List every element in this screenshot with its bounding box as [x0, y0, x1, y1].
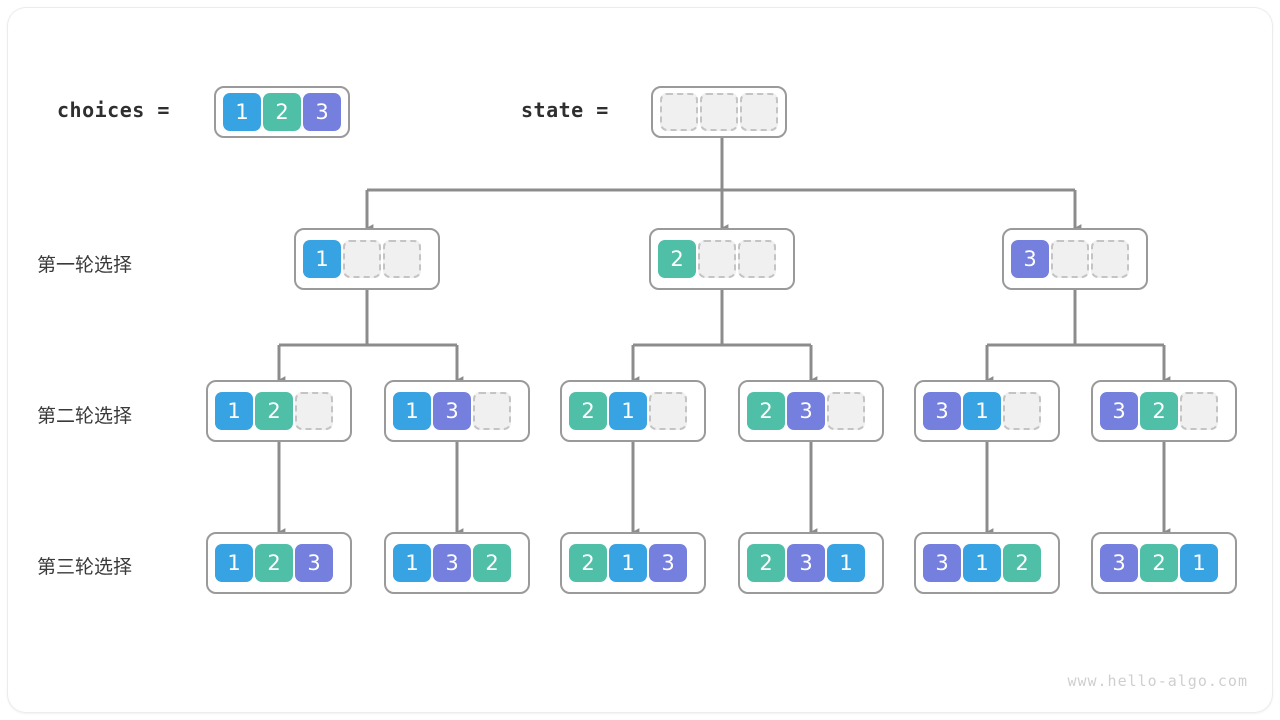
- r2n3-cell-0: 2: [569, 392, 607, 430]
- r3n5-cell-0: 3: [923, 544, 961, 582]
- r3n4-cell-2: 1: [827, 544, 865, 582]
- r3n1-cell-0: 1: [215, 544, 253, 582]
- r3n1-cell-2: 3: [295, 544, 333, 582]
- r3n5-cell-2: 2: [1003, 544, 1041, 582]
- r2n5-cell-2: [1003, 392, 1041, 430]
- r3n3-cell-2: 3: [649, 544, 687, 582]
- r3n1-cell-1: 2: [255, 544, 293, 582]
- r2n3-cell-2: [649, 392, 687, 430]
- r2n1-cell-0: 1: [215, 392, 253, 430]
- state-cell-0: [660, 93, 698, 131]
- diagram-card: [8, 8, 1272, 712]
- r2n4-cell-1: 3: [787, 392, 825, 430]
- choices-cell-2: 3: [303, 93, 341, 131]
- r3n3-cell-0: 2: [569, 544, 607, 582]
- r2n2-cell-1: 3: [433, 392, 471, 430]
- r2n6-cell-2: [1180, 392, 1218, 430]
- r1n2-cell-1: [698, 240, 736, 278]
- r3n6-cell-1: 2: [1140, 544, 1178, 582]
- choices-cell-0: 1: [223, 93, 261, 131]
- r2n2-cell-0: 1: [393, 392, 431, 430]
- choices-cell-1: 2: [263, 93, 301, 131]
- state-label: state =: [521, 98, 609, 122]
- state-array-round-1-node-3: 3: [1002, 228, 1148, 290]
- r3n4-cell-1: 3: [787, 544, 825, 582]
- r3n4-cell-0: 2: [747, 544, 785, 582]
- watermark: www.hello-algo.com: [1067, 672, 1248, 690]
- r2n4-cell-0: 2: [747, 392, 785, 430]
- row-label-round-1: 第一轮选择: [37, 255, 133, 276]
- r3n2-cell-1: 3: [433, 544, 471, 582]
- r1n1-cell-1: [343, 240, 381, 278]
- r1n1-cell-2: [383, 240, 421, 278]
- r3n2-cell-0: 1: [393, 544, 431, 582]
- r1n3-cell-2: [1091, 240, 1129, 278]
- state-array-round-1-node-1: 1: [294, 228, 440, 290]
- r2n5-cell-0: 3: [923, 392, 961, 430]
- r1n2-cell-2: [738, 240, 776, 278]
- state-cell-2: [740, 93, 778, 131]
- choices-label: choices =: [57, 98, 170, 122]
- r2n1-cell-1: 2: [255, 392, 293, 430]
- row-label-round-3: 第三轮选择: [37, 557, 133, 578]
- state-cell-1: [700, 93, 738, 131]
- r2n4-cell-2: [827, 392, 865, 430]
- state-array: [651, 86, 787, 138]
- r2n3-cell-1: 1: [609, 392, 647, 430]
- r2n6-cell-0: 3: [1100, 392, 1138, 430]
- r1n3-cell-1: [1051, 240, 1089, 278]
- row-label-round-2: 第二轮选择: [37, 406, 133, 427]
- r2n1-cell-2: [295, 392, 333, 430]
- r3n5-cell-1: 1: [963, 544, 1001, 582]
- r3n6-cell-2: 1: [1180, 544, 1218, 582]
- r2n6-cell-1: 2: [1140, 392, 1178, 430]
- r1n3-cell-0: 3: [1011, 240, 1049, 278]
- r3n2-cell-2: 2: [473, 544, 511, 582]
- state-array-round-1-node-2: 2: [649, 228, 795, 290]
- r3n6-cell-0: 3: [1100, 544, 1138, 582]
- r2n2-cell-2: [473, 392, 511, 430]
- r3n3-cell-1: 1: [609, 544, 647, 582]
- r2n5-cell-1: 1: [963, 392, 1001, 430]
- r1n1-cell-0: 1: [303, 240, 341, 278]
- r1n2-cell-0: 2: [658, 240, 696, 278]
